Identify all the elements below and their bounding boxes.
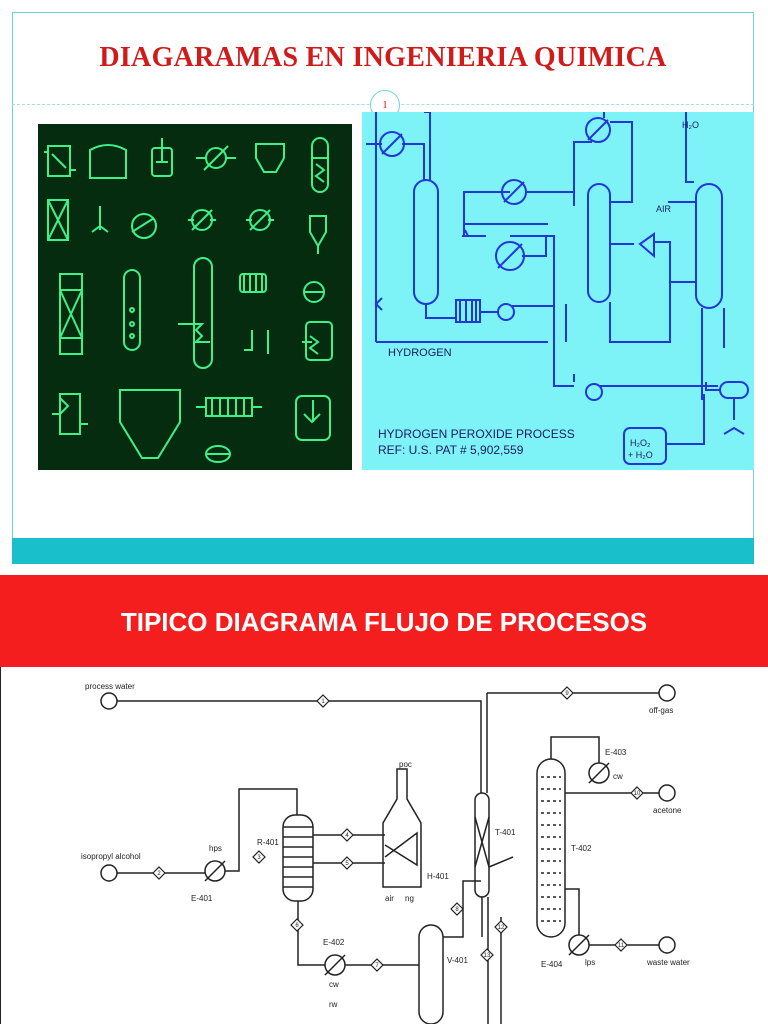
hydrogen-peroxide-process-diagram: HYDROGEN AIR H₂O HYDROGEN PEROXIDE PROCE… <box>362 110 754 470</box>
slide-1: DIAGARAMAS EN INGENIERIA QUIMICA 1 <box>12 12 754 564</box>
product-label-line2: + H₂O <box>628 450 653 460</box>
water-top-label: H₂O <box>682 120 699 130</box>
process-caption-line1: HYDROGEN PEROXIDE PROCESS <box>378 427 575 441</box>
slide-title: TIPICO DIAGRAMA FLUJO DE PROCESOS <box>120 607 648 637</box>
h2o2-flowsheet: HYDROGEN AIR H₂O HYDROGEN PEROXIDE PROCE… <box>366 110 749 465</box>
stream-number: 2 <box>157 871 161 877</box>
air-label-pfd: air <box>385 894 394 903</box>
acetone-label: acetone <box>653 806 682 815</box>
slide-header: TIPICO DIAGRAMA FLUJO DE PROCESOS <box>0 575 768 667</box>
stream-number: 9 <box>565 691 569 697</box>
hps-label: hps <box>209 844 222 853</box>
e402-label: E-402 <box>323 938 345 947</box>
slide-2: TIPICO DIAGRAMA FLUJO DE PROCESOS <box>0 575 768 1025</box>
stream-number: 10 <box>634 791 641 797</box>
slide-content-area: process water isopropyl alcohol off-gas … <box>0 667 768 1025</box>
stream-number: 7 <box>375 963 379 969</box>
product-label-line1: H₂O₂ <box>630 438 651 448</box>
cw-label: cw <box>329 980 339 989</box>
stream-number: 5 <box>345 861 349 867</box>
rw-label: rw <box>329 1000 338 1009</box>
e404-label: E-404 <box>541 960 563 969</box>
stream-number: 11 <box>618 943 625 949</box>
lps-label: lps <box>585 958 595 967</box>
stream-number: 6 <box>295 923 299 929</box>
ng-label: ng <box>405 894 414 903</box>
stream-number: 12 <box>498 925 505 931</box>
stream-number: 3 <box>257 855 261 861</box>
waste-water-label: waste water <box>646 958 690 967</box>
slide-title: DIAGARAMAS EN INGENIERIA QUIMICA <box>99 42 667 73</box>
footer-accent-bar <box>12 538 754 564</box>
stream-number: 4 <box>345 833 349 839</box>
stream-number: 13 <box>484 953 491 959</box>
equipment-symbols-panel <box>38 124 352 470</box>
process-water-label: process water <box>85 682 135 691</box>
process-caption-line2: REF: U.S. PAT # 5,902,559 <box>378 443 524 457</box>
v401-label: V-401 <box>447 956 468 965</box>
r401-label: R-401 <box>257 838 279 847</box>
e401-label: E-401 <box>191 894 213 903</box>
t402-label: T-402 <box>571 844 592 853</box>
e403-label: E-403 <box>605 748 627 757</box>
stream-number: 1 <box>321 699 325 705</box>
t401-label: T-401 <box>495 828 516 837</box>
poc-label: poc <box>399 760 412 769</box>
h401-label: H-401 <box>427 872 449 881</box>
process-flow-diagram: process water isopropyl alcohol off-gas … <box>81 682 690 1025</box>
cw-label-2: cw <box>613 772 623 781</box>
off-gas-label: off-gas <box>649 706 673 715</box>
isopropyl-alcohol-label: isopropyl alcohol <box>81 852 141 861</box>
air-label: AIR <box>656 204 672 214</box>
stream-number: 8 <box>455 907 459 913</box>
equipment-symbols-figure <box>44 137 333 463</box>
hydrogen-label: HYDROGEN <box>388 347 452 359</box>
